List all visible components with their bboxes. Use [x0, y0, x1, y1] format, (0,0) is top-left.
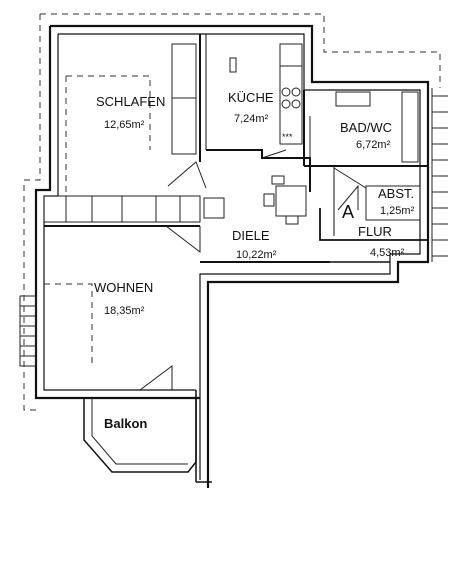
interior-walls: [43, 34, 428, 263]
property-outline-left: [23, 14, 41, 411]
wohnen-furniture-outline: [44, 283, 93, 364]
room-area-diele: 10,22m²: [236, 249, 277, 261]
svg-text:***: ***: [282, 132, 293, 142]
room-name-kueche: KÜCHE: [228, 90, 274, 105]
bath-fixtures: [309, 91, 419, 163]
room-area-abst: 1,25m²: [380, 205, 415, 217]
room-area-kueche: 7,24m²: [234, 113, 269, 125]
balcony-label: Balkon: [104, 416, 147, 431]
room-name-wohnen: WOHNEN: [94, 280, 153, 295]
door-swings: [139, 149, 367, 391]
property-outline: [40, 13, 441, 88]
balcony-outline: [83, 398, 197, 473]
stair-hatching: [431, 88, 448, 262]
room-area-bad: 6,72m²: [356, 139, 391, 151]
room-area-flur: 4,53m²: [370, 247, 405, 259]
room-name-diele: DIELE: [232, 228, 270, 243]
balcony-inner: [91, 398, 188, 465]
room-name-schlafen: SCHLAFEN: [96, 94, 165, 109]
room-name-flur: FLUR: [358, 224, 392, 239]
room-name-abst: ABST.: [378, 186, 414, 201]
kitchen-counter: ***: [229, 43, 303, 145]
room-name-bad: BAD/WC: [340, 120, 392, 135]
schlafen-bed-outline: [65, 75, 151, 196]
dining-table: [263, 175, 307, 225]
room-area-schlafen: 12,65m²: [104, 119, 145, 131]
unit-marker: A: [342, 202, 354, 222]
room-area-wohnen: 18,35m²: [104, 305, 145, 317]
window-hatching: [19, 295, 37, 367]
